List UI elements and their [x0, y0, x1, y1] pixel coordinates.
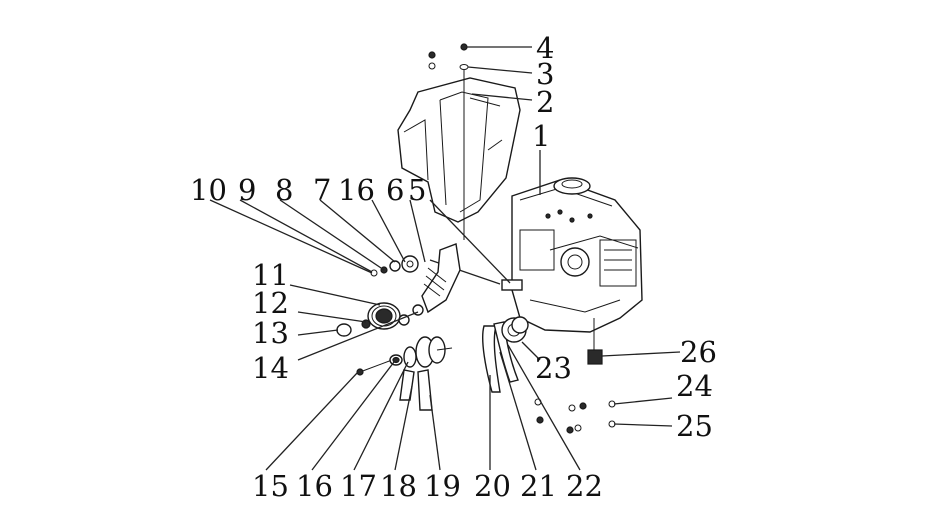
- callout-18: 18: [380, 469, 417, 503]
- callout-20: 20: [474, 469, 511, 503]
- callout-3: 3: [536, 57, 554, 91]
- callout-19: 19: [424, 469, 461, 503]
- leader-lines: [209, 46, 681, 471]
- callout-25: 25: [676, 409, 713, 443]
- engine-pulley: [482, 316, 529, 393]
- engine: [511, 177, 643, 365]
- callout-23: 23: [535, 351, 572, 385]
- callout-16-bottom: 16: [296, 469, 333, 503]
- callout-14: 14: [252, 351, 289, 385]
- drive-pulley: [356, 336, 453, 411]
- callout-1: 1: [532, 119, 550, 153]
- callout-9: 9: [238, 173, 256, 207]
- callout-16-top: 16: [338, 173, 375, 207]
- callout-17: 17: [340, 469, 377, 503]
- tensioner-arm: [370, 243, 461, 314]
- callout-26: 26: [680, 335, 717, 369]
- callout-10: 10: [190, 173, 227, 207]
- mounting-nuts: [534, 398, 616, 434]
- callout-24: 24: [676, 369, 713, 403]
- callout-6: 6: [386, 173, 404, 207]
- callout-22: 22: [566, 469, 603, 503]
- callout-13: 13: [252, 316, 289, 350]
- callout-15: 15: [252, 469, 289, 503]
- callout-11: 11: [252, 258, 289, 292]
- callout-8: 8: [275, 173, 293, 207]
- callout-2: 2: [536, 85, 554, 119]
- callout-21: 21: [520, 469, 557, 503]
- belt-guard-cover: [397, 77, 521, 223]
- callout-5: 5: [408, 173, 426, 207]
- callout-12: 12: [252, 286, 289, 320]
- callout-numbers: 4 3 2 1 10 9 8 7 16 6 5 11 12 13 14 15 1…: [190, 31, 717, 503]
- callout-7: 7: [313, 173, 331, 207]
- callout-4: 4: [536, 31, 554, 65]
